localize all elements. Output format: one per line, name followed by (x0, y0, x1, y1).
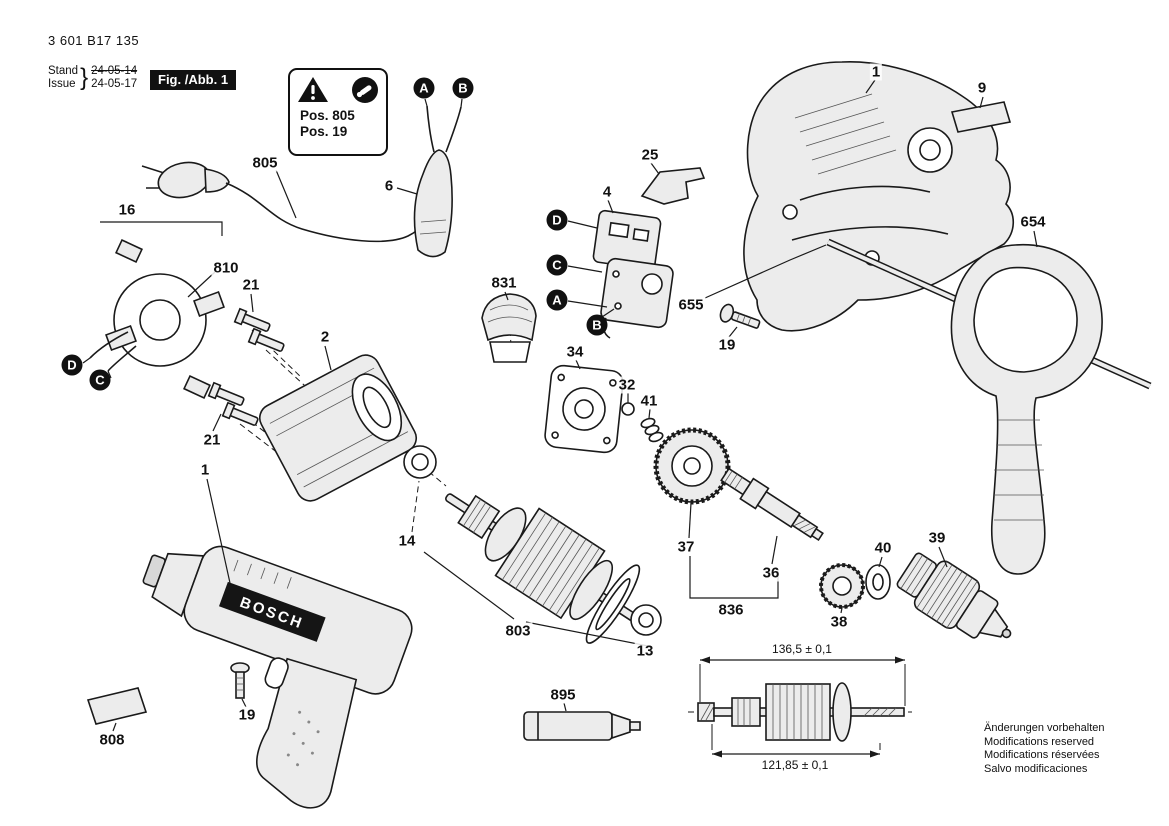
dimension-bottom-label: 121,85 ± 0,1 (761, 758, 829, 772)
letter-callout-D: D (61, 354, 83, 376)
nameplate-808-drawing (86, 687, 148, 725)
part-callout-21: 21 (201, 431, 223, 449)
field-stator-drawing (258, 354, 418, 502)
letter-callout-C: C (546, 254, 568, 276)
part-callout-9: 9 (975, 79, 989, 97)
part-callout-37: 37 (675, 538, 697, 556)
figure-label: Fig. /Abb. 1 (150, 70, 237, 90)
part-callout-808: 808 (97, 731, 127, 749)
part-callout-655: 655 (676, 296, 706, 314)
switch-drawing (592, 209, 674, 339)
aux-handle-drawing (950, 244, 1103, 575)
motor-housing-drawing (743, 61, 1015, 332)
part-callout-36: 36 (760, 564, 782, 582)
part-callout-831: 831 (489, 274, 519, 292)
part-callout-16: 16 (116, 201, 138, 219)
dimension-top-label: 136,5 ± 0,1 (772, 642, 832, 656)
brush-plate-drawing (89, 238, 225, 400)
chuck-drawing (896, 552, 1012, 639)
part-callout-39: 39 (926, 529, 948, 547)
part-callout-1: 1 (198, 461, 212, 479)
warning-box-icons (290, 70, 386, 104)
issue-block: Stand Issue } 24-05-14 24-05-17 (48, 64, 137, 92)
part-callout-836: 836 (716, 601, 746, 619)
button-831-drawing (481, 293, 537, 363)
bearing-13-drawing (630, 604, 662, 636)
circlip-spring-drawing (621, 402, 664, 443)
part-callout-19: 19 (236, 706, 258, 724)
part-callout-38: 38 (828, 613, 850, 631)
footer-note-line: Modifications reserved (984, 735, 1095, 748)
footer-note-line: Modifications réservées (984, 749, 1100, 761)
letter-callout-B: B (586, 314, 608, 336)
issue-label: Issue (48, 78, 76, 90)
part-callout-41: 41 (638, 392, 660, 410)
leader-lines (82, 79, 1038, 732)
part-callout-14: 14 (396, 532, 418, 550)
screw-19-bottom-drawing (230, 662, 250, 699)
part-callout-19: 19 (716, 336, 738, 354)
stand-date: 24-05-14 (91, 65, 138, 77)
warning-box-text: Pos. 805 Pos. 19 (290, 104, 386, 140)
letter-callout-B: B (452, 77, 474, 99)
document-part-number: 3 601 B17 135 (48, 33, 140, 48)
part-callout-895: 895 (548, 686, 578, 704)
part-callout-4: 4 (600, 183, 614, 201)
warning-pos-805: Pos. 805 (300, 108, 355, 123)
power-cord-drawing (141, 161, 431, 243)
part-callout-1: 1 (869, 63, 883, 81)
issue-dates: 24-05-14 24-05-17 (91, 65, 137, 91)
part-callout-13: 13 (634, 642, 656, 660)
gear-37-drawing (653, 427, 731, 505)
stand-label: Stand (48, 65, 79, 77)
letter-callout-A: A (546, 289, 568, 311)
armature-drawing (445, 493, 645, 644)
part-callout-6: 6 (382, 177, 396, 195)
footer-note-line: Änderungen vorbehalten (984, 722, 1105, 734)
footer-note-line: Salvo modificaciones (984, 762, 1088, 775)
dimension-drawing (697, 656, 906, 758)
part-callout-654: 654 (1018, 213, 1048, 231)
letter-callout-D: D (546, 209, 568, 231)
grease-tube-drawing (523, 711, 641, 741)
part-callout-32: 32 (616, 376, 638, 394)
cable-boot-drawing (413, 105, 462, 258)
notice-icon (352, 77, 378, 103)
bearing-14-drawing (403, 445, 437, 479)
part-callout-34: 34 (564, 343, 586, 361)
letter-callout-C: C (89, 369, 111, 391)
part-callout-810: 810 (211, 259, 241, 277)
issue-brace: } (80, 64, 89, 91)
lever-25-drawing (640, 167, 706, 205)
part-callout-803: 803 (503, 622, 533, 640)
nameplate-9-drawing (950, 101, 1012, 133)
assembled-drill-drawing: BOSCH (142, 545, 413, 809)
screw-19-right-drawing (719, 303, 761, 329)
screws-21-drawing (207, 307, 285, 426)
part-callout-2: 2 (318, 328, 332, 346)
gear-38-drawing (819, 563, 865, 609)
warning-box: Pos. 805 Pos. 19 (288, 68, 388, 156)
warning-triangle-icon (298, 77, 328, 102)
part-callout-805: 805 (250, 154, 280, 172)
part-callout-25: 25 (639, 146, 661, 164)
bearing-plate-drawing (544, 364, 624, 454)
issue-labels: Stand Issue (48, 65, 78, 91)
issue-date: 24-05-17 (91, 78, 138, 90)
part-callout-40: 40 (872, 539, 894, 557)
spindle-36-drawing (720, 467, 824, 542)
washer-40-drawing (865, 564, 891, 600)
letter-callout-A: A (413, 77, 435, 99)
warning-pos-19: Pos. 19 (300, 124, 348, 139)
part-callout-21: 21 (240, 276, 262, 294)
